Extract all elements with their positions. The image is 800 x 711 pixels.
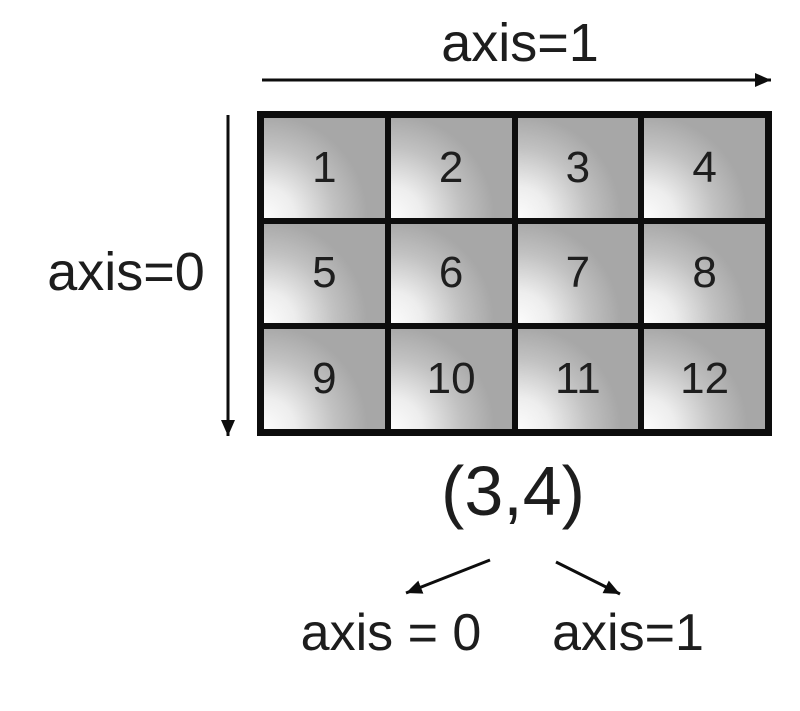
array-cell-2: 2 [390, 118, 512, 218]
array-cell-4: 4 [644, 118, 765, 218]
array-cell-8: 8 [644, 223, 765, 324]
array-grid: 1 2 3 4 5 6 7 8 9 10 11 12 [257, 111, 772, 436]
array-cell-3: 3 [517, 118, 639, 218]
array-cell-9: 9 [264, 329, 385, 429]
shape-to-axis0-arrow [405, 558, 491, 595]
shape-tuple-label: (3,4) [441, 452, 585, 530]
shape-to-axis1-arrow [555, 560, 621, 596]
array-cell-10: 10 [390, 329, 512, 429]
axis0-left-label: axis=0 [47, 241, 205, 302]
array-cell-7: 7 [517, 223, 639, 324]
axis1-bottom-label: axis=1 [552, 604, 704, 662]
array-cell-1: 1 [264, 118, 385, 218]
array-cell-11: 11 [517, 329, 639, 429]
array-cell-5: 5 [264, 223, 385, 324]
array-cell-12: 12 [644, 329, 765, 429]
axis1-top-label: axis=1 [441, 13, 599, 73]
array-cell-6: 6 [390, 223, 512, 324]
axis0-bottom-label: axis = 0 [300, 604, 482, 662]
